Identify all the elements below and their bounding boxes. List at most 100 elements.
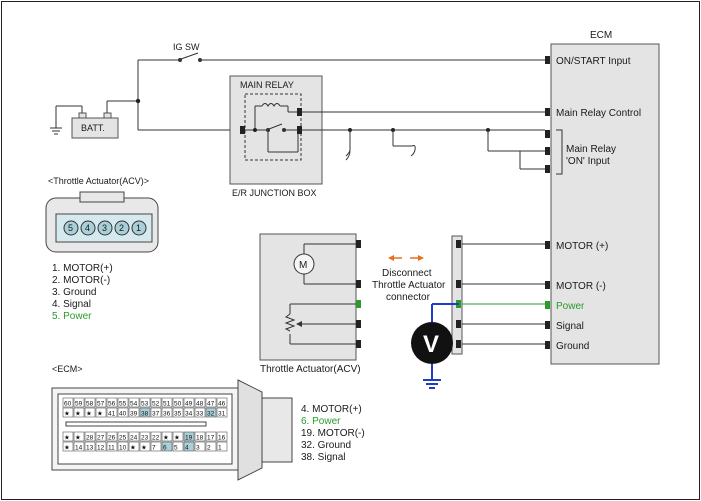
ecm-pin-cell: [117, 431, 129, 442]
ecm-pin-cell: [106, 397, 118, 408]
ecm-pin-cell: [62, 441, 74, 452]
ecm-pin-number: 60: [64, 401, 72, 408]
throttle-actuator: Throttle Actuator(ACV) M: [259, 233, 361, 375]
ecm-legend-5: 38. Signal: [301, 452, 345, 463]
ecm-pin-cell: [95, 397, 107, 408]
ecm-power-label: Power: [556, 301, 585, 312]
ecm-signal-label: Signal: [556, 321, 584, 332]
ecm-pin-cell: [172, 441, 184, 452]
ecm-pin-number: 50: [174, 401, 182, 408]
ecm-pin-cell: [150, 431, 162, 442]
ecm-pin-cell: [216, 407, 228, 418]
ecm-pin-cell: [205, 431, 217, 442]
ecm-pin-cell: [106, 441, 118, 452]
ecm-pin-number: 27: [97, 435, 105, 442]
acv-legend-3: 3. Ground: [52, 287, 96, 298]
ecm-pin-cell: [216, 431, 228, 442]
ecm-pin-cell: [216, 441, 228, 452]
ecm-pin-cell: [84, 441, 96, 452]
ecm-legend-3: 19. MOTOR(-): [301, 428, 365, 439]
disconnect-text-2: Throttle Actuator: [372, 280, 446, 291]
battery-label: BATT.: [81, 123, 105, 133]
ecm-pin-number: ★: [64, 444, 70, 452]
ecm-pin-cell: [161, 407, 173, 418]
ecm-pin-number: 59: [75, 401, 83, 408]
ecm-pin-cell: [161, 431, 173, 442]
main-relay-label: MAIN RELAY: [240, 80, 294, 90]
ecm-pin-number: 33: [196, 411, 204, 418]
ecm-pin-cell: [73, 441, 85, 452]
acv-legend-4: 4. Signal: [52, 299, 91, 310]
ecm-pin-number: 40: [119, 411, 127, 418]
ecm-pin-cell: [95, 407, 107, 418]
ecm-pin-number: 19: [185, 435, 193, 442]
acv-pin-label: 4: [85, 223, 90, 233]
motor-symbol: M: [299, 260, 307, 271]
ecm-pin-cell: [172, 431, 184, 442]
harness-connector: [451, 235, 545, 355]
ecm-legend-4: 32. Ground: [301, 440, 351, 451]
ecm-pin-number: 2: [207, 445, 211, 452]
ecm-pin-cell: [183, 407, 195, 418]
ecm-legend: 4. MOTOR(+) 6. Power 19. MOTOR(-) 32. Gr…: [301, 404, 365, 463]
acv-pin-5: [63, 220, 79, 236]
ecm-pin-cell: [128, 441, 140, 452]
ecm-pin-number: 49: [185, 401, 193, 408]
ecm-pin-number: 7: [152, 445, 156, 452]
acv-pin-2: [114, 220, 130, 236]
ecm-pin-cell: [183, 441, 195, 452]
ecm-pin-cell: [194, 431, 206, 442]
acv-pin-label: 1: [136, 223, 141, 233]
ecm-pin-number: 5: [174, 445, 178, 452]
ecm-pin-number: 32: [207, 411, 215, 418]
ecm-pin-number: 56: [108, 401, 116, 408]
ecm-pin-cell: [161, 397, 173, 408]
power-wiring: IG SW BATT.: [50, 42, 545, 139]
ecm-pin-cell: [172, 397, 184, 408]
ecm-pin-number: 26: [108, 435, 116, 442]
ecm-pin-number: 1: [218, 445, 222, 452]
ecm-pin-cell: [117, 441, 129, 452]
ecm-pin-number: 58: [86, 401, 94, 408]
ecm-pin-number: 46: [218, 401, 226, 408]
ecm-pin-cell: [73, 407, 85, 418]
ecm-pin-number: ★: [141, 444, 147, 452]
ecm-pin-number: 41: [108, 411, 116, 418]
ecm-pin-cell: [194, 407, 206, 418]
ecm-pin-number: 34: [185, 411, 193, 418]
ecm-pin-number: 18: [196, 435, 204, 442]
ecm-pin-number: 31: [218, 411, 226, 418]
ecm-pin-number: 16: [218, 435, 226, 442]
acv-connector-title: <Throttle Actuator(ACV)>: [48, 176, 149, 186]
ecm-pin-cell: [73, 397, 85, 408]
ecm-pin-cell: [62, 397, 74, 408]
voltmeter-symbol: V: [423, 331, 439, 358]
ecm-main-relay-control-label: Main Relay Control: [556, 108, 641, 119]
ecm-title: ECM: [590, 30, 612, 41]
ecm-pin-number: 47: [207, 401, 215, 408]
ecm-pin-cell: [216, 397, 228, 408]
acv-pin-label: 2: [119, 223, 124, 233]
ecm-pin-cell: [183, 431, 195, 442]
ecm-connector-title: <ECM>: [52, 364, 83, 374]
ecm-pin-number: 28: [86, 435, 94, 442]
ecm-pin-cell: [205, 441, 217, 452]
ecm-pin-cell: [128, 407, 140, 418]
disconnect-note: Disconnect Throttle Actuator connector: [372, 255, 446, 303]
ecm-motor-plus-label: MOTOR (+): [556, 241, 608, 252]
ecm-pin-number: 48: [196, 401, 204, 408]
voltmeter: V: [411, 303, 459, 389]
ecm-pin-cell: [84, 397, 96, 408]
ecm-pin-cell: [62, 407, 74, 418]
ecm-pin-number: 11: [108, 445, 115, 452]
ecm-pin-number: 25: [119, 435, 127, 442]
ecm-motor-minus-label: MOTOR (-): [556, 281, 606, 292]
ecm-pin-cell: [183, 397, 195, 408]
ecm-pin-cell: [150, 397, 162, 408]
throttle-actuator-label: Throttle Actuator(ACV): [260, 364, 361, 375]
ecm-pin-cell: [95, 431, 107, 442]
ecm-pin-cell: [62, 431, 74, 442]
ecm-pin-number: 12: [97, 445, 105, 452]
ecm-pin-cell: [172, 407, 184, 418]
